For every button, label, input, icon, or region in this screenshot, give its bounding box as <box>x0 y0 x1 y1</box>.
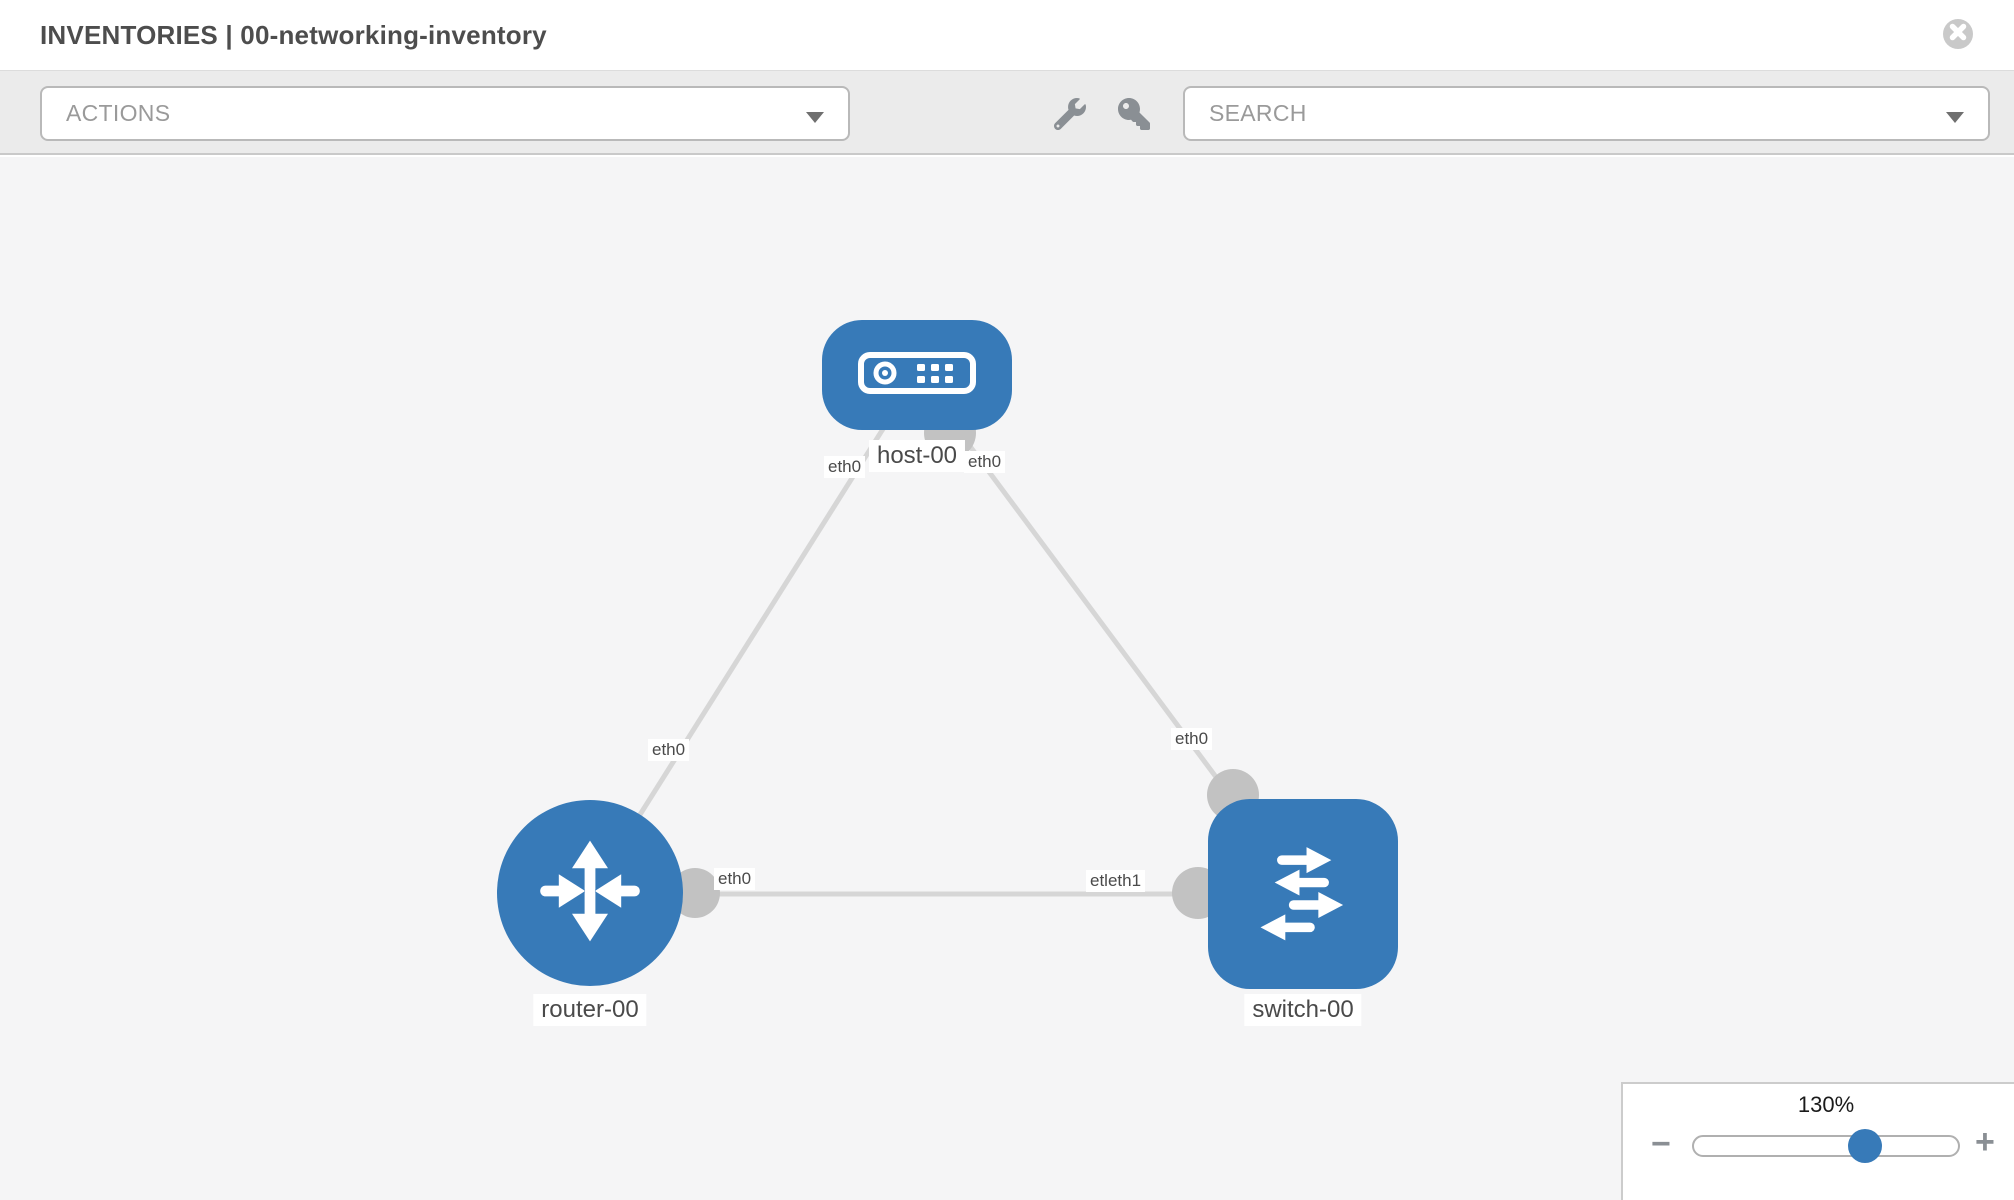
router-arrows-icon <box>530 831 650 956</box>
zoom-in-button[interactable]: + <box>1975 1123 1995 1161</box>
zoom-control-panel: 130% − + <box>1621 1082 2014 1200</box>
interface-label-router-eth0-to-switch: eth0 <box>714 868 756 890</box>
interface-dot-router-right <box>670 868 720 918</box>
search-dropdown[interactable]: SEARCH <box>1183 86 1990 141</box>
search-dropdown-label: SEARCH <box>1209 100 1307 126</box>
page-title: INVENTORIES | 00-networking-inventory <box>40 20 547 50</box>
caret-down-icon <box>1946 112 1964 123</box>
switch-arrows-icon <box>1244 833 1362 956</box>
topology-canvas[interactable]: host-00 router-00 switch-00 eth0 eth0 et… <box>0 157 2014 1200</box>
actions-dropdown[interactable]: ACTIONS <box>40 86 850 141</box>
wrench-icon <box>1053 98 1086 134</box>
actions-dropdown-label: ACTIONS <box>66 100 171 126</box>
node-label-router-00: router-00 <box>533 994 647 1026</box>
wrench-button[interactable] <box>1053 98 1086 131</box>
zoom-level-value: 130% <box>1797 1092 1855 1117</box>
interface-label-switch-eth0-to-host: eth0 <box>1171 728 1213 750</box>
links-layer <box>587 373 1306 919</box>
caret-down-icon <box>806 112 824 123</box>
zoom-slider-knob[interactable] <box>1848 1129 1882 1163</box>
interface-label-host-eth0-to-router: eth0 <box>824 456 866 478</box>
zoom-out-button[interactable]: − <box>1651 1125 1671 1163</box>
node-host-00[interactable] <box>822 320 1012 430</box>
close-button[interactable] <box>1943 19 1973 49</box>
node-label-host-00: host-00 <box>868 440 966 472</box>
host-device-icon <box>857 351 977 400</box>
node-label-switch-00: switch-00 <box>1244 994 1362 1026</box>
key-icon <box>1118 98 1150 134</box>
interface-label-router-eth0-to-host: eth0 <box>648 739 690 761</box>
interface-label-switch-eth1-overlapped: etleth1 <box>1086 870 1146 892</box>
interface-label-host-eth0-to-switch: eth0 <box>964 451 1006 473</box>
node-switch-00[interactable] <box>1208 799 1398 989</box>
panel-header: INVENTORIES | 00-networking-inventory <box>0 0 2014 70</box>
key-button[interactable] <box>1118 98 1150 130</box>
toolbar: ACTIONS SEARCH <box>0 70 2014 155</box>
node-router-00[interactable] <box>497 800 683 986</box>
close-icon <box>1943 17 1973 52</box>
zoom-slider-track[interactable] <box>1692 1135 1960 1157</box>
